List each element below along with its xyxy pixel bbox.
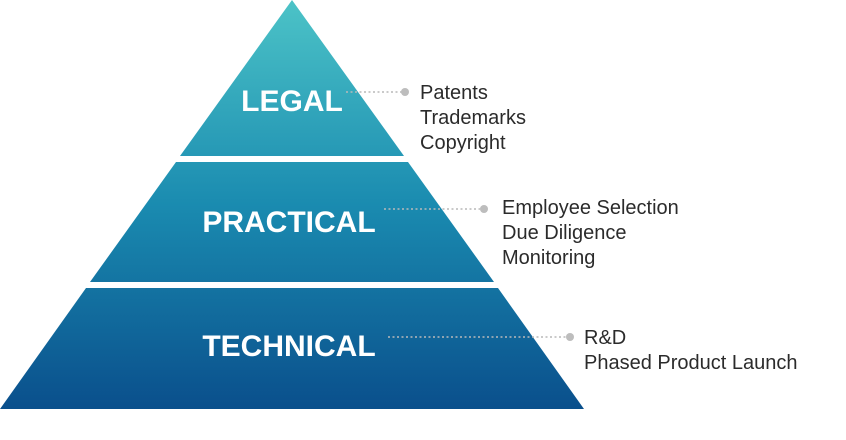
tier-practical-leader-dot bbox=[480, 205, 488, 213]
tier-practical-item: Monitoring bbox=[502, 247, 595, 269]
tier-legal-item: Trademarks bbox=[420, 107, 526, 129]
tier-legal-item: Patents bbox=[420, 82, 488, 104]
tier-legal: LEGAL Patents Trademarks Copyright bbox=[180, 0, 526, 156]
tier-technical-label: TECHNICAL bbox=[202, 330, 375, 363]
tier-legal-shape bbox=[180, 0, 404, 156]
tier-legal-leader-dot bbox=[401, 88, 409, 96]
tier-practical-item: Due Diligence bbox=[502, 222, 627, 244]
tier-technical-shape bbox=[0, 288, 584, 409]
tier-legal-label: LEGAL bbox=[241, 85, 343, 118]
tier-practical-label: PRACTICAL bbox=[202, 206, 375, 239]
tier-practical: PRACTICAL Employee Selection Due Diligen… bbox=[90, 162, 679, 282]
tier-technical-item: R&D bbox=[584, 327, 626, 349]
tier-practical-shape bbox=[90, 162, 494, 282]
tier-legal-item: Copyright bbox=[420, 132, 506, 154]
tier-technical-leader-dot bbox=[566, 333, 574, 341]
tier-practical-item: Employee Selection bbox=[502, 197, 679, 219]
tier-technical: TECHNICAL R&D Phased Product Launch bbox=[0, 288, 798, 409]
tier-technical-item: Phased Product Launch bbox=[584, 352, 798, 374]
